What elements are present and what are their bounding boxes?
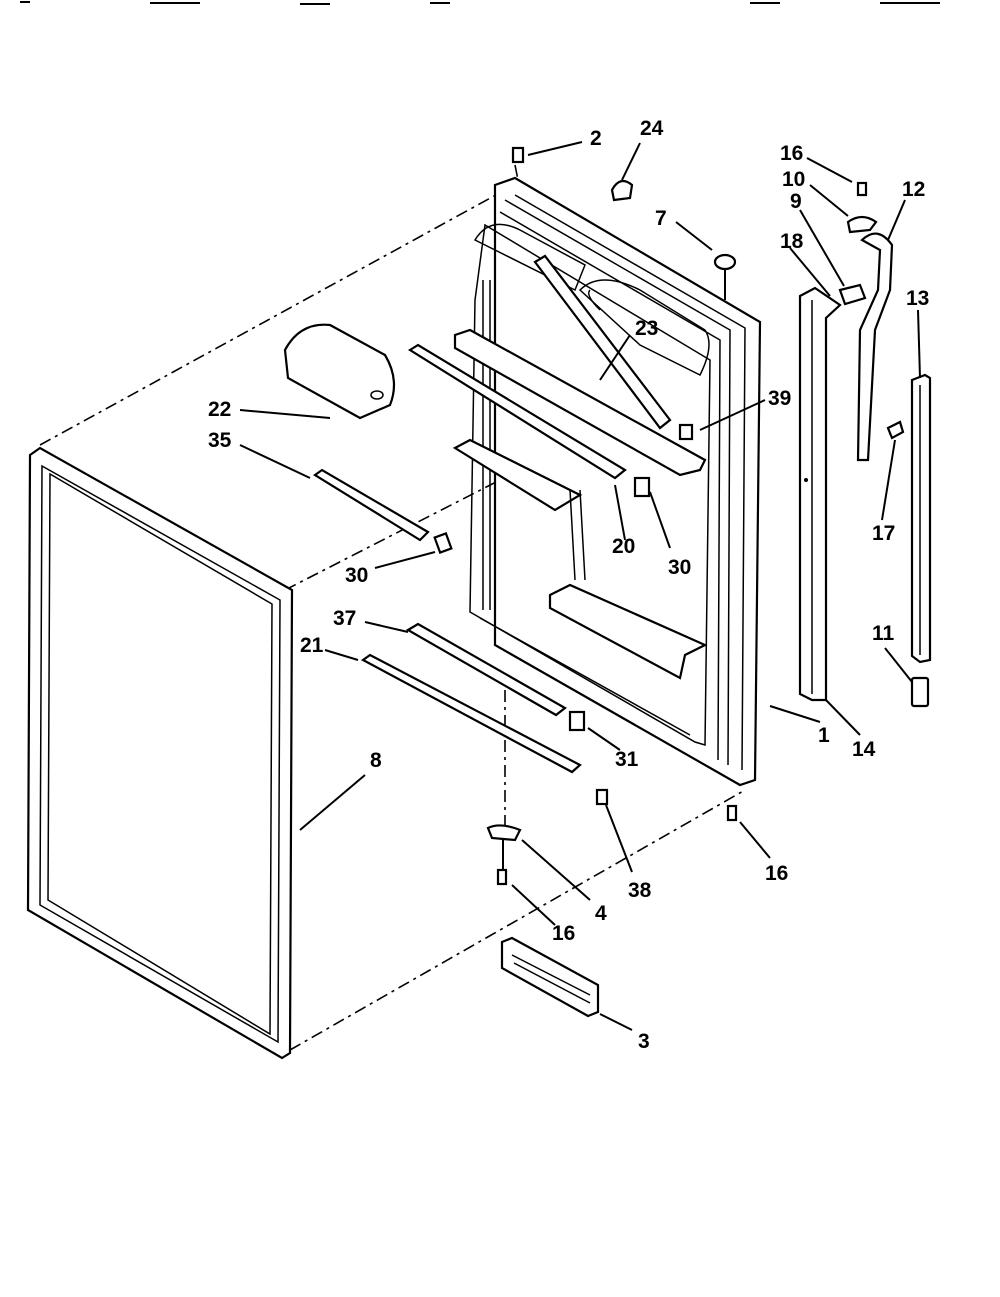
- callout-17: 17: [872, 522, 895, 545]
- callout-11: 11: [872, 622, 895, 645]
- callout-8: 8: [370, 749, 382, 772]
- callout-10: 10: [782, 168, 805, 191]
- callout-2: 2: [590, 127, 602, 150]
- callout-21: 21: [300, 634, 324, 657]
- callout-24: 24: [640, 117, 664, 140]
- callout-1: 1: [818, 724, 830, 747]
- kick-plate: [500, 936, 600, 1018]
- callout-3: 3: [638, 1030, 650, 1053]
- callout-9: 9: [790, 190, 802, 213]
- callout-22: 22: [208, 398, 231, 421]
- callout-31: 31: [615, 748, 639, 771]
- callout-23: 23: [635, 317, 658, 340]
- clips: [433, 423, 694, 806]
- callout-16-bottom: 16: [552, 922, 575, 945]
- handle-strip: [910, 373, 932, 664]
- door-trim-strip: [798, 286, 842, 702]
- callout-30-right: 30: [668, 556, 691, 579]
- top-edge-artifacts: [20, 1, 940, 5]
- leader-lines: [239, 141, 921, 1031]
- callout-18: 18: [780, 230, 804, 253]
- callout-7: 7: [655, 207, 667, 230]
- callout-16-right: 16: [765, 862, 788, 885]
- callout-13: 13: [906, 287, 929, 310]
- hinge-parts: [838, 181, 905, 462]
- callout-37: 37: [333, 607, 356, 630]
- callout-labels: 2 24 7 16 10 12 9 18 13 23 39 22 35 20 3…: [208, 117, 929, 1053]
- callout-14: 14: [852, 738, 876, 761]
- callout-20: 20: [612, 535, 635, 558]
- callout-12: 12: [902, 178, 925, 201]
- dairy-bin-cover: [283, 323, 396, 420]
- handle-end-cap: [910, 676, 930, 708]
- door-gasket: [26, 446, 294, 1060]
- door-liner: [452, 176, 762, 787]
- callout-30-left: 30: [345, 564, 368, 587]
- bottom-hinge: [486, 804, 738, 886]
- callout-16-top: 16: [780, 142, 803, 165]
- callout-39: 39: [768, 387, 791, 410]
- shelf-bars: [313, 254, 672, 774]
- callout-35: 35: [208, 429, 232, 452]
- callout-38: 38: [628, 879, 652, 902]
- small-parts-top: [511, 146, 737, 300]
- alignment-lines: [39, 164, 746, 1051]
- callout-4: 4: [595, 902, 607, 925]
